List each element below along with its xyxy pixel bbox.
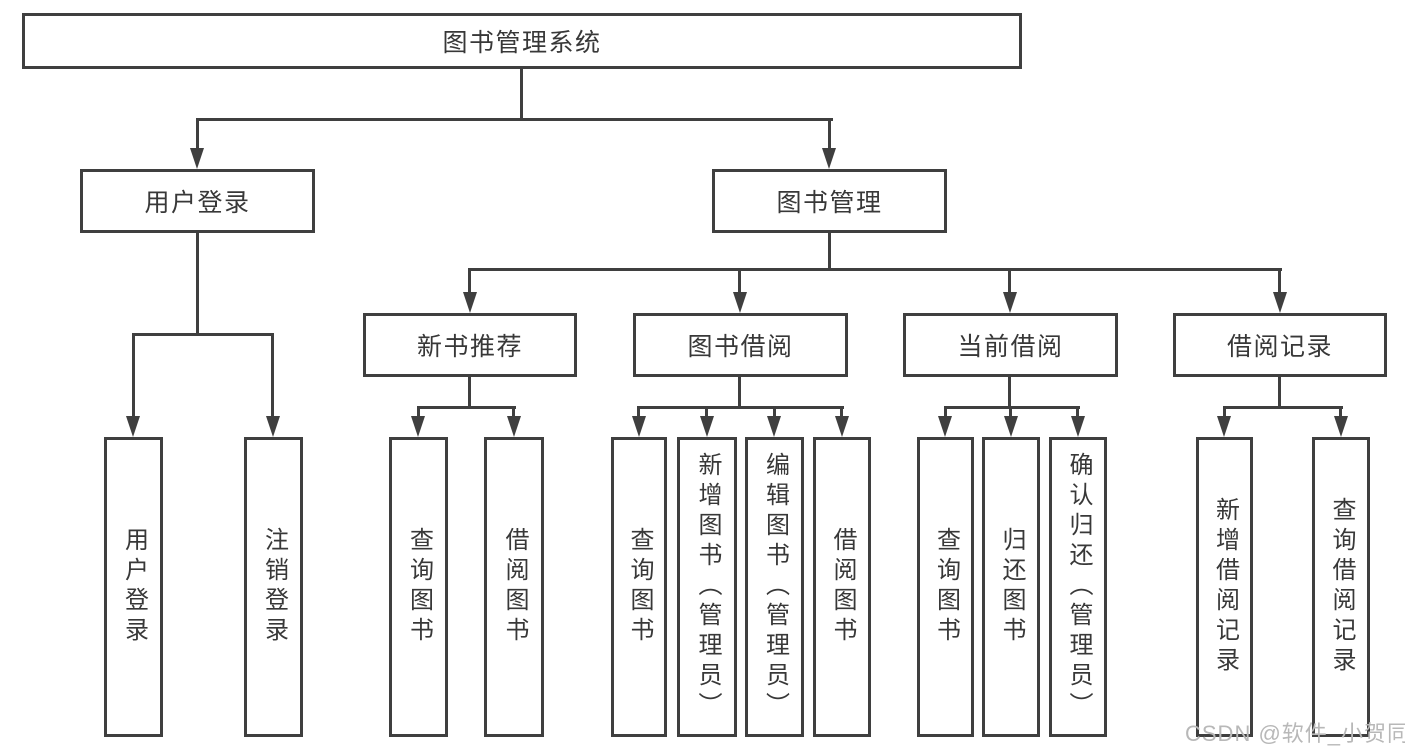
arrowhead-down-icon xyxy=(822,148,836,169)
node-user-login-branch: 用户登录 xyxy=(80,169,315,233)
connector-line xyxy=(828,118,831,150)
connector-line xyxy=(196,118,833,121)
arrowhead-down-icon xyxy=(266,416,280,437)
arrowhead-down-icon xyxy=(126,416,140,437)
connector-line xyxy=(1223,406,1343,409)
node-leaf-query-books-borrowing: 查询图书 xyxy=(611,437,667,737)
connector-line xyxy=(520,69,523,119)
arrowhead-down-icon xyxy=(632,416,646,437)
node-book-borrowing: 图书借阅 xyxy=(633,313,848,377)
connector-line xyxy=(1278,377,1281,408)
node-book-management-branch: 图书管理 xyxy=(712,169,947,233)
node-borrowing-records: 借阅记录 xyxy=(1173,313,1387,377)
connector-line xyxy=(637,406,844,409)
arrowhead-down-icon xyxy=(835,416,849,437)
arrowhead-down-icon xyxy=(190,148,204,169)
node-leaf-borrow-books-borrowing: 借阅图书 xyxy=(813,437,871,737)
connector-line xyxy=(132,333,274,336)
connector-line xyxy=(196,233,199,335)
csdn-watermark: CSDN @软件_小贺同学 xyxy=(1185,721,1405,746)
connector-line xyxy=(944,406,947,418)
node-leaf-query-borrow-record: 查询借阅记录 xyxy=(1312,437,1370,737)
connector-line xyxy=(1008,268,1011,294)
node-leaf-borrow-books-recommend: 借阅图书 xyxy=(484,437,544,737)
connector-line xyxy=(468,377,471,408)
node-leaf-logout: 注销登录 xyxy=(244,437,303,737)
arrowhead-down-icon xyxy=(733,292,747,313)
connector-line xyxy=(271,333,274,418)
arrowhead-down-icon xyxy=(700,416,714,437)
arrowhead-down-icon xyxy=(1071,416,1085,437)
arrowhead-down-icon xyxy=(767,416,781,437)
connector-line xyxy=(468,268,1282,271)
arrowhead-down-icon xyxy=(1004,416,1018,437)
node-current-borrowing: 当前借阅 xyxy=(903,313,1118,377)
connector-line xyxy=(705,406,708,418)
connector-line xyxy=(944,406,1080,409)
node-leaf-add-borrow-record: 新增借阅记录 xyxy=(1196,437,1253,737)
connector-line xyxy=(1339,406,1342,418)
node-leaf-add-books-admin: 新增图书（管理员） xyxy=(677,437,737,737)
connector-line xyxy=(637,406,640,418)
connector-line xyxy=(1223,406,1226,418)
arrowhead-down-icon xyxy=(1273,292,1287,313)
arrowhead-down-icon xyxy=(938,416,952,437)
arrowhead-down-icon xyxy=(1217,416,1231,437)
arrowhead-down-icon xyxy=(507,416,521,437)
node-leaf-confirm-return-admin: 确认归还（管理员） xyxy=(1049,437,1107,737)
connector-line xyxy=(417,406,516,409)
arrowhead-down-icon xyxy=(1003,292,1017,313)
arrowhead-down-icon xyxy=(463,292,477,313)
connector-line xyxy=(1278,268,1281,294)
connector-line xyxy=(132,333,135,418)
node-new-book-recommendation: 新书推荐 xyxy=(363,313,577,377)
node-leaf-user-login: 用户登录 xyxy=(104,437,163,737)
node-leaf-return-books: 归还图书 xyxy=(982,437,1040,737)
node-leaf-query-books-current: 查询图书 xyxy=(917,437,974,737)
connector-line xyxy=(1076,406,1079,418)
connector-line xyxy=(1008,377,1011,408)
node-leaf-edit-books-admin: 编辑图书（管理员） xyxy=(745,437,804,737)
node-book-management-system: 图书管理系统 xyxy=(22,13,1022,69)
connector-line xyxy=(468,268,471,294)
connector-line xyxy=(828,233,831,270)
connector-line xyxy=(738,377,741,408)
connector-line xyxy=(1009,406,1012,418)
arrowhead-down-icon xyxy=(1334,416,1348,437)
connector-line xyxy=(773,406,776,418)
connector-line xyxy=(840,406,843,418)
connector-line xyxy=(512,406,515,418)
connector-line xyxy=(196,118,199,150)
connector-line xyxy=(417,406,420,418)
arrowhead-down-icon xyxy=(411,416,425,437)
node-leaf-query-books-recommend: 查询图书 xyxy=(389,437,448,737)
connector-line xyxy=(738,268,741,294)
